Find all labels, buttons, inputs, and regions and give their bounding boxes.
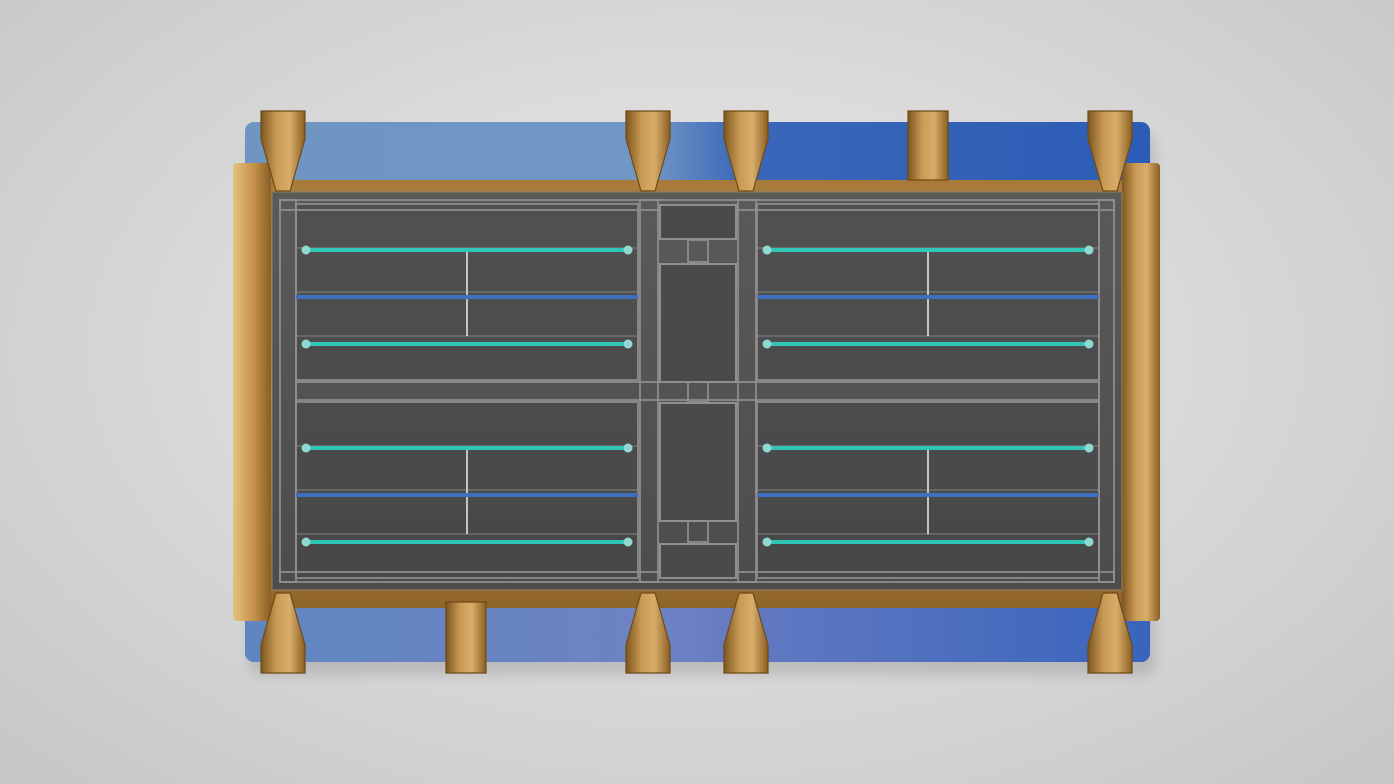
cyan-line-top-left-2-end-a xyxy=(301,339,311,349)
cyan-line-top-right-2-end-b xyxy=(1084,339,1094,349)
top-tapered-tab-2 xyxy=(723,110,769,192)
cyan-line-top-left-2-end-b xyxy=(623,339,633,349)
top-tapered-tab-1 xyxy=(625,110,671,192)
right-gold-rail xyxy=(1122,163,1160,621)
bottom-tapered-tab-1 xyxy=(625,592,671,674)
left-gold-rail xyxy=(233,163,271,621)
cyan-line-top-right-2-end-a xyxy=(762,339,772,349)
cyan-line-bottom-right-1-end-b xyxy=(1084,443,1094,453)
pad-connector-0 xyxy=(687,239,709,263)
bottom-tapered-tab-0 xyxy=(260,592,306,674)
cyan-line-bottom-left-1-end-b xyxy=(623,443,633,453)
top-tapered-tab-3 xyxy=(1087,110,1133,192)
cyan-line-top-right-1-end-a xyxy=(762,245,772,255)
cyan-line-bottom-left-1-end-a xyxy=(301,443,311,453)
center-pad-1 xyxy=(659,263,737,383)
chip-die xyxy=(272,192,1122,590)
gold-tabs xyxy=(260,110,1133,674)
center-column-right xyxy=(737,199,757,583)
center-column-left xyxy=(639,199,659,583)
cyan-line-bottom-right-1-end-a xyxy=(762,443,772,453)
pad-connector-2 xyxy=(687,520,709,543)
bottom-tapered-tab-3 xyxy=(1087,592,1133,674)
center-pad-0 xyxy=(659,204,737,240)
cyan-line-bottom-left-2-end-b xyxy=(623,537,633,547)
cyan-line-top-left-1-end-b xyxy=(623,245,633,255)
bottom-tapered-tab-2 xyxy=(723,592,769,674)
top-straight-tab xyxy=(907,110,949,181)
cyan-line-bottom-right-2-end-a xyxy=(762,537,772,547)
bottom-straight-tab xyxy=(445,601,487,674)
top-tapered-tab-0 xyxy=(260,110,306,192)
cyan-line-top-left-1-end-a xyxy=(301,245,311,255)
cyan-line-top-right-1-end-b xyxy=(1084,245,1094,255)
blue-substrate-lower xyxy=(245,600,1150,662)
center-pad-3 xyxy=(659,543,737,579)
cyan-line-bottom-left-2-end-a xyxy=(301,537,311,547)
center-pad-2 xyxy=(659,402,737,522)
signal-lines xyxy=(296,245,1099,547)
chip-die-edge xyxy=(271,191,1123,591)
cyan-line-bottom-right-2-end-b xyxy=(1084,537,1094,547)
pad-connector-1 xyxy=(687,381,709,403)
